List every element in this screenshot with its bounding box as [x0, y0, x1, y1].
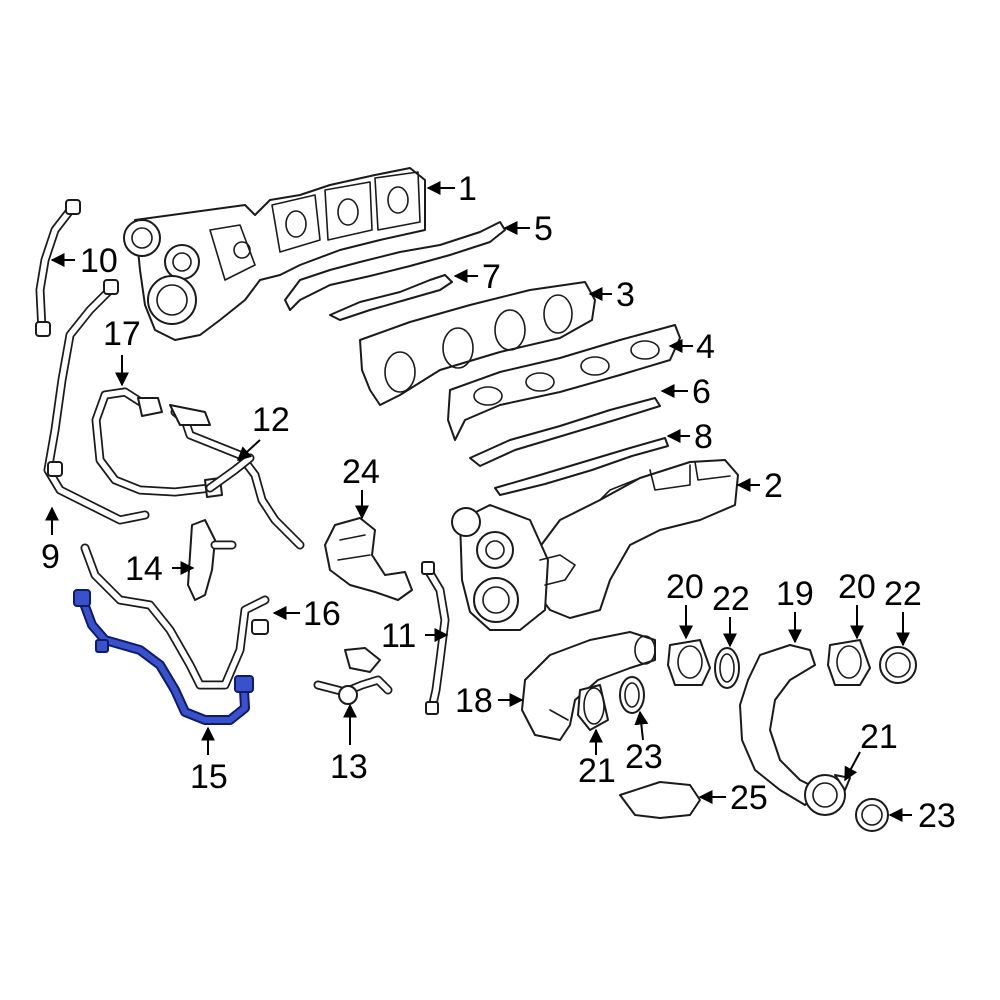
clamp-part-22-right[interactable]: [879, 646, 917, 684]
callout-6[interactable]: 6: [692, 373, 711, 411]
callout-1[interactable]: 1: [458, 170, 477, 208]
heat-shield-part-25[interactable]: [619, 781, 701, 819]
oil-feed-line-part-15[interactable]: [73, 589, 254, 725]
callout-leaders: [45, 181, 912, 822]
lower-turbocharger-part-2[interactable]: [451, 459, 739, 631]
callout-18[interactable]: 18: [455, 682, 493, 720]
callout-labels: 1 2 3 4 5 6 7 8 9 10 11 12 13 14 15 16 1…: [41, 170, 956, 835]
gasket-part-6[interactable]: [469, 397, 661, 467]
callout-21-right[interactable]: 21: [860, 718, 898, 756]
clamp-part-23-right[interactable]: [855, 798, 889, 832]
coupling-part-21-right[interactable]: [804, 774, 851, 816]
coupling-part-21-left[interactable]: [577, 684, 609, 731]
callout-23-right[interactable]: 23: [918, 797, 956, 835]
clamp-part-23-left[interactable]: [619, 676, 645, 714]
heat-shield-part-24[interactable]: [324, 517, 413, 601]
callout-22-left[interactable]: 22: [712, 580, 750, 618]
callout-10[interactable]: 10: [80, 242, 118, 280]
clamp-part-22-left[interactable]: [714, 647, 740, 689]
callout-11[interactable]: 11: [381, 617, 416, 655]
callout-2[interactable]: 2: [764, 467, 783, 505]
callout-14[interactable]: 14: [125, 550, 163, 588]
intake-pipe-part-19[interactable]: [739, 644, 821, 806]
callout-23-left[interactable]: 23: [625, 738, 663, 776]
callout-24[interactable]: 24: [342, 453, 380, 491]
callout-5[interactable]: 5: [534, 210, 553, 248]
oil-line-part-9[interactable]: [43, 279, 150, 525]
oil-line-part-10[interactable]: [35, 199, 81, 337]
exhaust-manifold-heat-shield-part-3[interactable]: [359, 281, 596, 406]
callout-12[interactable]: 12: [252, 401, 290, 439]
callout-19[interactable]: 19: [776, 575, 814, 613]
coolant-fitting-part-13[interactable]: [313, 647, 393, 705]
callout-17[interactable]: 17: [103, 315, 141, 353]
callout-4[interactable]: 4: [696, 328, 715, 366]
gasket-part-8[interactable]: [494, 437, 669, 496]
manifold-gasket-part-4[interactable]: [447, 324, 681, 441]
callout-3[interactable]: 3: [616, 276, 635, 314]
callout-8[interactable]: 8: [694, 418, 713, 456]
bracket-part-14[interactable]: [187, 519, 237, 601]
callout-20-left[interactable]: 20: [666, 568, 704, 606]
gasket-part-7[interactable]: [329, 274, 453, 321]
callout-21-left[interactable]: 21: [578, 752, 616, 790]
upper-turbocharger-part-1[interactable]: [123, 167, 426, 341]
coolant-pipe-part-12[interactable]: [169, 404, 305, 550]
callout-7[interactable]: 7: [482, 258, 501, 296]
callout-20-right[interactable]: 20: [838, 568, 876, 606]
coupling-part-20-right[interactable]: [827, 639, 871, 686]
return-line-part-16[interactable]: [80, 543, 270, 690]
callout-16[interactable]: 16: [303, 595, 341, 633]
callout-13[interactable]: 13: [330, 748, 368, 786]
callout-15[interactable]: 15: [190, 758, 228, 796]
callout-9[interactable]: 9: [41, 538, 60, 576]
intake-pipe-part-18[interactable]: [521, 631, 656, 741]
callout-22-right[interactable]: 22: [884, 575, 922, 613]
oil-line-part-11[interactable]: [421, 561, 450, 715]
coupling-part-20-left[interactable]: [667, 639, 711, 686]
coolant-line-part-17[interactable]: [91, 387, 223, 498]
callout-25[interactable]: 25: [730, 779, 768, 817]
